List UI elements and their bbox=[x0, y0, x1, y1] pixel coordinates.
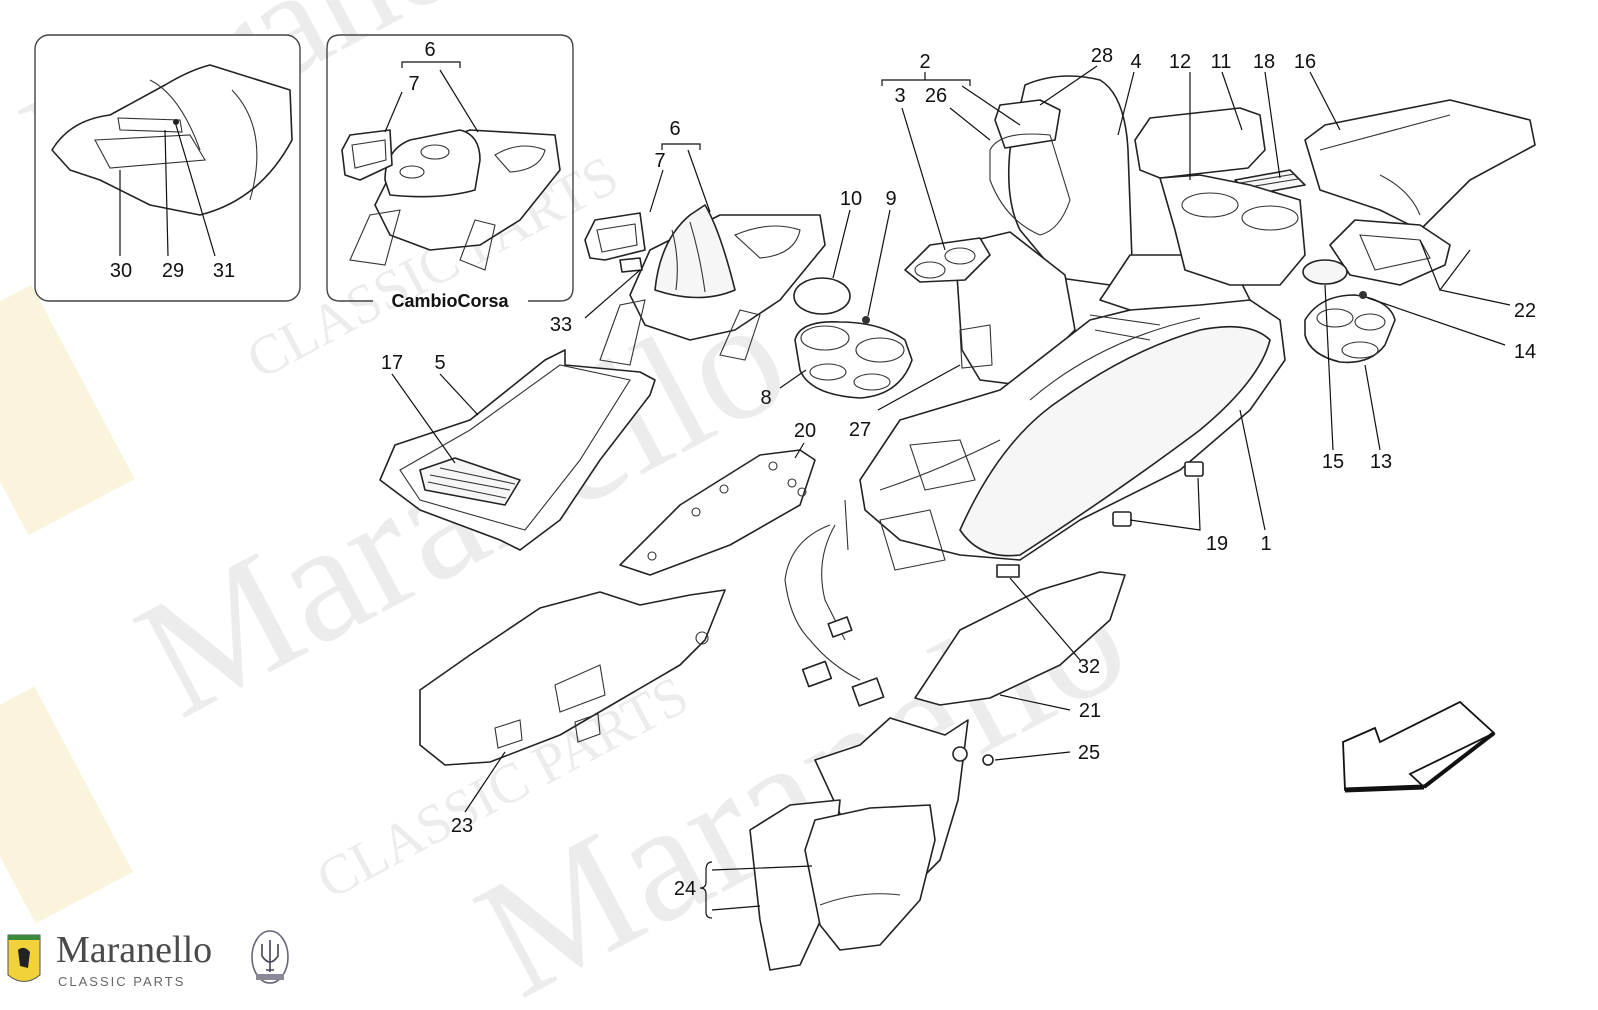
callout-7b: 7 bbox=[654, 150, 665, 172]
callout-6b: 6 bbox=[669, 118, 680, 140]
callout-25: 25 bbox=[1078, 742, 1100, 764]
callout-10: 10 bbox=[840, 188, 862, 210]
callout-16: 16 bbox=[1294, 51, 1316, 73]
part-center-console bbox=[784, 65, 1286, 707]
callout-labels: 1 2 3 4 5 6 6 7 7 8 9 10 11 12 13 14 15 … bbox=[110, 39, 1536, 900]
callout-33: 33 bbox=[550, 314, 572, 336]
callout-29: 29 bbox=[162, 260, 184, 282]
callout-8: 8 bbox=[760, 387, 771, 409]
callout-14: 14 bbox=[1514, 341, 1536, 363]
callout-1: 1 bbox=[1260, 533, 1271, 555]
callout-11: 11 bbox=[1211, 51, 1232, 73]
brand-name: Maranello bbox=[56, 929, 212, 971]
part-front-tray bbox=[379, 349, 656, 551]
callout-17: 17 bbox=[381, 352, 403, 374]
callout-31: 31 bbox=[213, 260, 235, 282]
inset-panel-cambiocorsa: CambioCorsa bbox=[326, 34, 574, 311]
callout-18: 18 bbox=[1253, 51, 1275, 73]
inset-panel-left bbox=[34, 34, 301, 302]
callout-27: 27 bbox=[849, 419, 871, 441]
callout-6a: 6 bbox=[424, 39, 435, 61]
callout-2: 2 bbox=[919, 51, 930, 73]
callout-5: 5 bbox=[434, 352, 445, 374]
direction-arrow-icon bbox=[1342, 700, 1496, 793]
callout-32: 32 bbox=[1078, 656, 1100, 678]
part-clips-19 bbox=[1112, 461, 1204, 531]
part-armrest bbox=[1134, 71, 1536, 451]
callout-4: 4 bbox=[1130, 51, 1141, 73]
part-cupholder-front bbox=[779, 209, 913, 399]
part-side-panel-21 bbox=[914, 564, 1126, 711]
part-rear-panels-24 bbox=[699, 717, 1071, 971]
callout-20: 20 bbox=[794, 420, 816, 442]
brand-footer: Maranello CLASSIC PARTS bbox=[7, 929, 289, 989]
callout-24: 24 bbox=[674, 878, 696, 900]
callout-26: 26 bbox=[925, 85, 947, 107]
brand-subtitle: CLASSIC PARTS bbox=[58, 974, 185, 989]
callout-12: 12 bbox=[1169, 51, 1191, 73]
part-side-panel-20 bbox=[619, 442, 816, 576]
callout-15: 15 bbox=[1322, 451, 1344, 473]
part-cover-23 bbox=[419, 589, 726, 813]
inset-label-cambiocorsa: CambioCorsa bbox=[391, 291, 509, 311]
callout-3: 3 bbox=[894, 85, 905, 107]
part-gear-surround bbox=[584, 143, 826, 366]
callout-21: 21 bbox=[1079, 700, 1101, 722]
callout-30: 30 bbox=[110, 260, 132, 282]
callout-23: 23 bbox=[451, 815, 473, 837]
callout-22: 22 bbox=[1514, 300, 1536, 322]
callout-28: 28 bbox=[1091, 45, 1113, 67]
callout-7a: 7 bbox=[408, 73, 419, 95]
callout-19: 19 bbox=[1206, 533, 1228, 555]
ferrari-shield-icon bbox=[7, 934, 41, 982]
callout-13: 13 bbox=[1370, 451, 1392, 473]
maserati-trident-icon bbox=[251, 930, 289, 984]
callout-9: 9 bbox=[885, 188, 896, 210]
